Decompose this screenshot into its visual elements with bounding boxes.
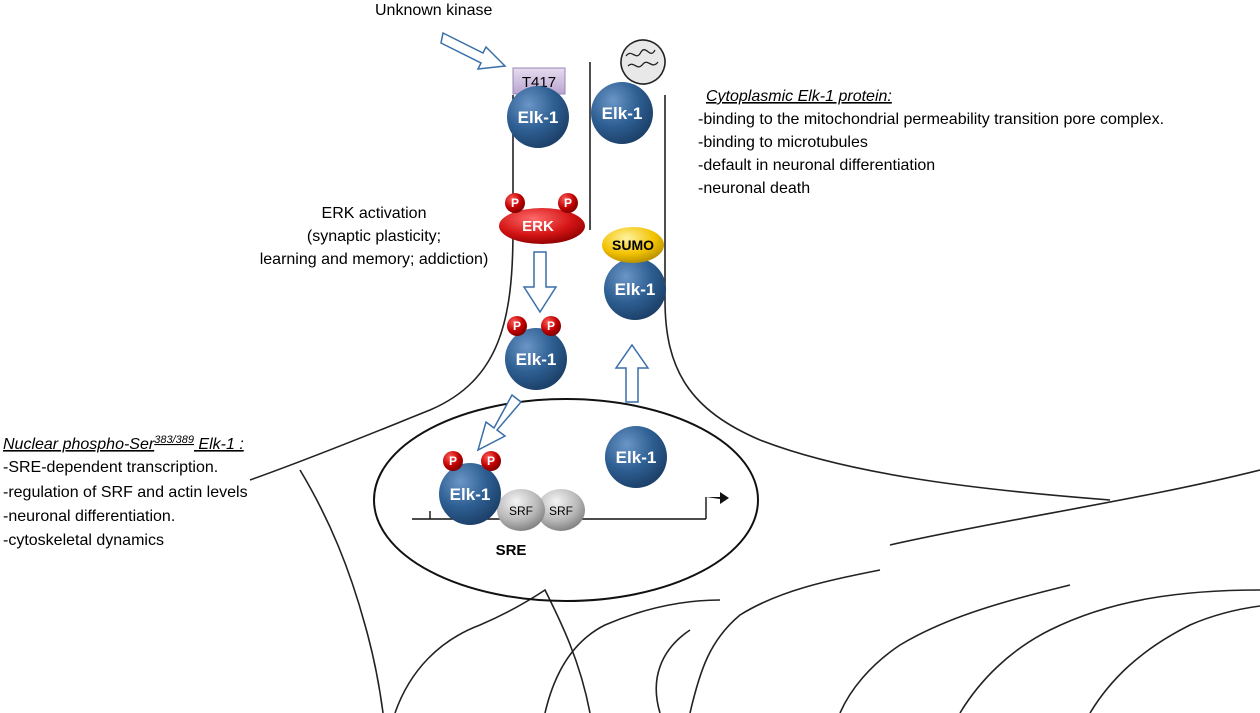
nuclear-title-prefix: Nuclear phospho-Ser	[3, 436, 155, 453]
nuclear-item: -cytoskeletal dynamics	[3, 532, 164, 549]
erk-activation-line1: ERK activation	[322, 205, 427, 222]
mitochondrion-icon	[620, 39, 666, 85]
erk-label: ERK	[522, 218, 554, 235]
soma-bottom-left	[299, 469, 384, 713]
elk1-label: Elk-1	[615, 280, 656, 299]
dendrite-bottom-6	[959, 589, 1260, 713]
dendrite-bottom-2	[544, 599, 721, 713]
dendrite-bottom-4	[655, 629, 691, 713]
p-label: P	[513, 319, 521, 333]
srf-dimer: SRF SRF	[497, 489, 585, 531]
nuclear-item: -neuronal differentiation.	[3, 508, 175, 525]
sumo-label: SUMO	[612, 237, 654, 253]
cytoplasmic-item: -binding to microtubules	[698, 134, 868, 151]
cytoplasmic-title: Cytoplasmic Elk-1 protein:	[706, 88, 892, 105]
elk1-on-sre: Elk-1	[439, 463, 501, 525]
erk-kinase: ERK	[499, 208, 585, 244]
nuclear-item: -SRE-dependent transcription.	[3, 459, 218, 476]
srf-label: SRF	[549, 504, 573, 518]
p-label: P	[511, 196, 519, 210]
p-label: P	[564, 196, 572, 210]
elk1-sumo: Elk-1	[604, 258, 666, 320]
soma-left-outline	[249, 95, 514, 481]
phospho-elk1-left: P	[507, 316, 527, 336]
elk1-cytoplasmic: Elk-1	[591, 82, 653, 144]
cytoplasmic-elk1-block: Cytoplasmic Elk-1 protein: -binding to t…	[698, 88, 1164, 197]
arrows	[440, 31, 650, 452]
elk1-nuclear: Elk-1	[605, 426, 667, 488]
nuclear-title: Nuclear phospho-Ser383/389 Elk-1 :	[3, 434, 244, 453]
promoter-arrow-icon	[706, 492, 729, 504]
p-label: P	[449, 454, 457, 468]
cytoplasmic-item: -default in neuronal differentiation	[698, 157, 935, 174]
phospho-nuclear-right: P	[481, 451, 501, 471]
nuclear-title-suffix: Elk-1 :	[194, 436, 244, 453]
sumo-tag: SUMO	[602, 227, 664, 263]
elk1-label: Elk-1	[450, 485, 491, 504]
p-label: P	[487, 454, 495, 468]
nuclear-item: -regulation of SRF and actin levels	[3, 484, 248, 501]
phospho-elk1-right: P	[541, 316, 561, 336]
arrow-nucleus-to-cytoplasm	[614, 343, 650, 403]
arrow-erk-to-elk1	[522, 251, 558, 314]
unknown-kinase-label: Unknown kinase	[375, 2, 493, 19]
cytoplasmic-item: -binding to the mitochondrial permeabili…	[698, 111, 1164, 128]
elk1-label: Elk-1	[616, 448, 657, 467]
soma-right-outline	[664, 95, 1111, 501]
srf-label: SRF	[509, 504, 533, 518]
elk1-phospho-cytoplasm: Elk-1	[505, 328, 567, 390]
dendrite-bottom-7	[1089, 605, 1260, 713]
elk1-label: Elk-1	[516, 350, 557, 369]
phospho-erk-right: P	[558, 193, 578, 213]
phospho-nuclear-left: P	[443, 451, 463, 471]
dendrite-bottom-3	[689, 569, 881, 713]
erk-activation-line2: (synaptic plasticity;	[307, 228, 441, 245]
nuclear-title-sup: 383/389	[154, 434, 194, 446]
nucleus	[373, 398, 759, 602]
elk1-label: Elk-1	[602, 104, 643, 123]
dendrite-bottom-5	[839, 584, 1071, 713]
phospho-erk-left: P	[505, 193, 525, 213]
erk-activation-label: ERK activation (synaptic plasticity; lea…	[260, 205, 489, 268]
erk-activation-line3: learning and memory; addiction)	[260, 251, 489, 268]
neuron-outline	[249, 62, 1260, 713]
nuclear-elk1-block: Nuclear phospho-Ser383/389 Elk-1 : -SRE-…	[3, 434, 248, 549]
soma-lower-right	[889, 469, 1260, 546]
cytoplasmic-item: -neuronal death	[698, 180, 810, 197]
p-label: P	[547, 319, 555, 333]
dendrite-bottom-1	[394, 588, 591, 713]
sre-label: SRE	[496, 542, 527, 559]
elk1-t417: Elk-1	[507, 86, 569, 148]
t417-label: T417	[522, 74, 556, 91]
elk1-label: Elk-1	[518, 108, 559, 127]
arrow-elk1-into-nucleus	[476, 393, 523, 452]
arrow-kinase-to-elk1	[440, 31, 507, 70]
